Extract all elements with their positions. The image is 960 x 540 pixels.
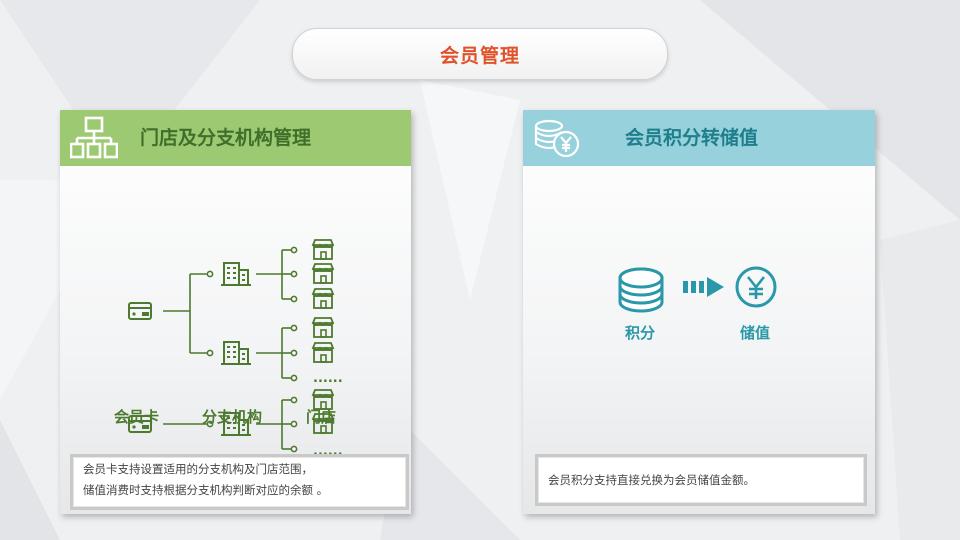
coins-yen-icon bbox=[534, 119, 580, 158]
points-conversion-diagram bbox=[618, 266, 777, 313]
points-to-balance-panel: 会员积分转储值 积分 储值 会员积分支持直接兑换为会员储值金额。 bbox=[523, 110, 875, 514]
balance-label: 储值 bbox=[740, 324, 771, 342]
branch-building-icon bbox=[220, 262, 252, 286]
store-label: 门店 bbox=[306, 408, 337, 426]
store-branch-note: 会员卡支持设置适用的分支机构及门店范围， 储值消费时支持根据分支机构判断对应的余… bbox=[70, 454, 409, 510]
org-chart-icon bbox=[70, 116, 118, 159]
membership-tree-diagram: ...... ...... bbox=[128, 239, 343, 456]
note-line: 会员卡支持设置适用的分支机构及门店范围， bbox=[83, 462, 313, 476]
store-branch-title: 门店及分支机构管理 bbox=[140, 127, 312, 149]
store-icon bbox=[312, 239, 334, 260]
member-card-label: 会员卡 bbox=[114, 408, 160, 426]
store-branch-header: 门店及分支机构管理 bbox=[60, 110, 411, 166]
store-icon bbox=[312, 263, 334, 284]
branch-building-icon bbox=[220, 341, 252, 365]
yen-coin-icon bbox=[735, 266, 777, 308]
points-to-balance-title: 会员积分转储值 bbox=[625, 127, 759, 149]
store-icon bbox=[312, 342, 334, 363]
points-label: 积分 bbox=[625, 324, 656, 342]
member-card-icon bbox=[128, 302, 152, 320]
branch-label: 分支机构 bbox=[202, 408, 263, 426]
store-ellipsis: ...... bbox=[313, 444, 343, 456]
store-icon bbox=[312, 288, 334, 309]
store-icon bbox=[312, 317, 334, 338]
points-coins-icon bbox=[618, 267, 664, 313]
points-note: 会员积分支持直接兑换为会员储值金额。 bbox=[535, 454, 867, 506]
store-ellipsis: ...... bbox=[313, 371, 343, 386]
page-title: 会员管理 bbox=[292, 28, 668, 80]
store-branch-panel: 门店及分支机构管理 bbox=[60, 110, 411, 514]
note-line: 储值消费时支持根据分支机构判断对应的余额 。 bbox=[83, 483, 329, 497]
arrow-right-icon bbox=[683, 277, 724, 297]
points-to-balance-header: 会员积分转储值 bbox=[523, 110, 875, 166]
